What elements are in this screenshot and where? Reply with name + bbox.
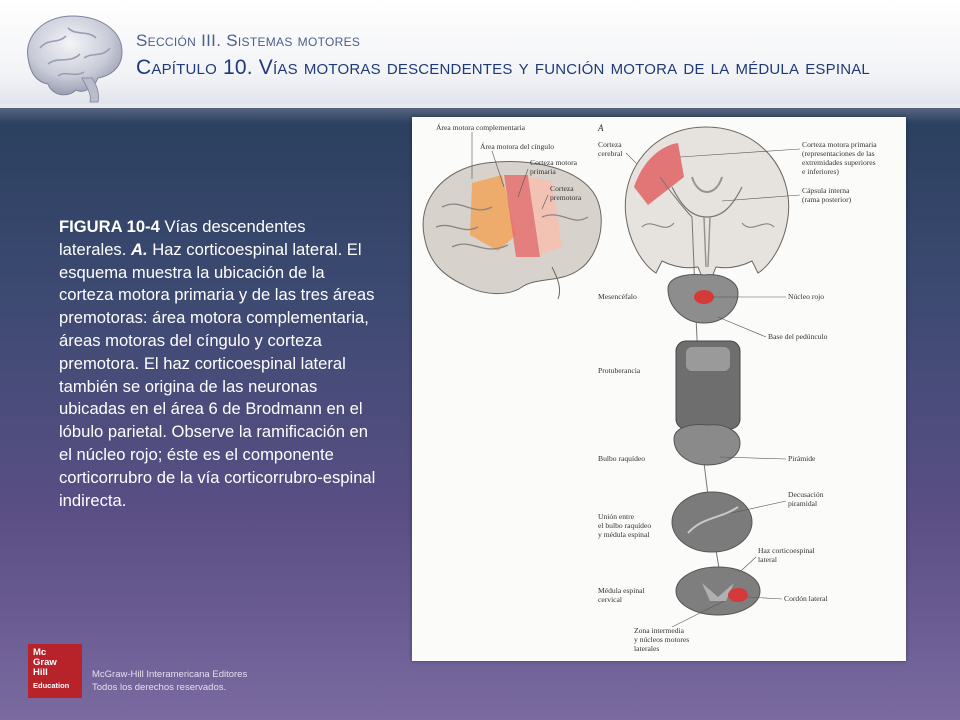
label-decusacion-b: piramidal — [788, 499, 817, 508]
caption-label: FIGURA 10-4 — [59, 217, 160, 236]
label-piramide: Pirámide — [788, 454, 816, 463]
label-zona-a: Zona intermedia — [634, 626, 685, 635]
caption-body: Haz corticoespinal lateral. El esquema m… — [59, 239, 376, 510]
panel-label: A — [597, 123, 604, 133]
label-cmp-c: extremidades superiores — [802, 158, 876, 167]
anatomy-diagram: Área motora complementaria Área motora d… — [422, 122, 877, 653]
slide-header — [0, 0, 960, 108]
label-cmp-d: e inferiores) — [802, 167, 839, 176]
label-haz-a: Haz corticoespinal — [758, 546, 815, 555]
label-corteza-primaria-a: Corteza motora — [530, 158, 578, 167]
label-decusacion-a: Decusación — [788, 490, 824, 499]
label-zona-b: y núcleos motores — [634, 635, 689, 644]
coronal-section-illustration — [624, 126, 790, 278]
label-zona-c: laterales — [634, 644, 659, 653]
label-corteza-cerebral-a: Corteza — [598, 140, 622, 149]
brain-icon — [27, 15, 123, 103]
midbrain-section — [667, 274, 739, 324]
logo-line-1: Mc — [33, 647, 47, 658]
label-premotora-b: premotora — [550, 193, 582, 202]
label-protuberancia: Protuberancia — [598, 366, 641, 375]
footer-publisher: McGraw-Hill Interamericana Editores — [92, 669, 248, 680]
cervical-cord-section — [675, 566, 761, 616]
label-capsula-b: (rama posterior) — [802, 195, 852, 204]
medulla-section — [673, 424, 741, 466]
footer: McGraw-Hill Interamericana Editores Todo… — [92, 668, 247, 694]
label-mesencefalo: Mesencéfalo — [598, 292, 637, 301]
footer-rights: Todos los derechos reservados. — [92, 682, 227, 693]
label-cmp-a: Corteza motora primaria — [802, 140, 877, 149]
label-union-a: Unión entre — [598, 512, 635, 521]
label-area-complementaria: Área motora complementaria — [436, 122, 526, 132]
label-corteza-cerebral-b: cerebral — [598, 149, 622, 158]
lateral-brain-illustration — [422, 160, 602, 300]
logo-line-2: Graw — [33, 657, 57, 668]
section-title: Sección III. Sistemas motores — [136, 31, 361, 50]
label-corteza-primaria-b: primaria — [530, 167, 556, 176]
label-cordon: Cordón lateral — [784, 594, 828, 603]
label-union-c: y médula espinal — [598, 530, 649, 539]
mcgraw-hill-logo: Mc Graw Hill Education — [28, 644, 82, 698]
label-cmp-b: (representaciones de las — [802, 149, 875, 158]
figure-caption: FIGURA 10-4 Vías descendentes laterales.… — [59, 216, 377, 512]
label-premotora-a: Corteza — [550, 184, 574, 193]
logo-line-3: Hill — [33, 667, 48, 678]
label-base-pedunculo: Base del pedúnculo — [768, 332, 828, 341]
label-union-b: el bulbo raquídeo — [598, 521, 651, 530]
label-haz-b: lateral — [758, 555, 777, 564]
label-medula-a: Médula espinal — [598, 586, 645, 595]
figure-image: Área motora complementaria Área motora d… — [412, 117, 906, 661]
pons-section — [675, 340, 741, 430]
caption-part: A. — [130, 239, 148, 259]
label-bulbo: Bulbo raquídeo — [598, 454, 645, 463]
label-nucleo-rojo: Núcleo rojo — [788, 292, 824, 301]
chapter-title: Capítulo 10. Vías motoras descendentes y… — [136, 56, 870, 79]
label-capsula-a: Cápsula interna — [802, 186, 850, 195]
junction-section — [671, 491, 753, 553]
label-area-cingulo: Área motora del cíngulo — [480, 141, 554, 151]
label-medula-b: cervical — [598, 595, 622, 604]
logo-line-4: Education — [33, 681, 70, 690]
caption-title: Vías descendentes laterales. — [59, 217, 306, 259]
